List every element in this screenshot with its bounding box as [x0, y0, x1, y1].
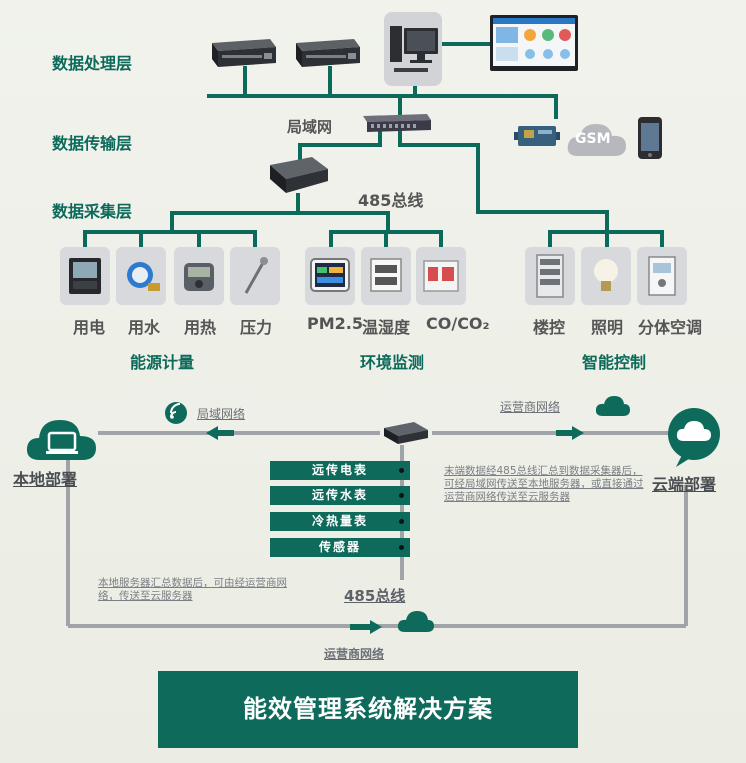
device-label-temp-humidity: 温湿度: [362, 318, 411, 337]
layer-processing: 数据处理层: [52, 54, 133, 73]
cloud-icon: [595, 396, 630, 416]
mobile-phone-icon: [638, 117, 662, 159]
device-label-pressure: 压力: [240, 318, 273, 337]
heat-meter-card: [174, 247, 224, 305]
solution-banner: 能效管理系统解决方案: [158, 671, 578, 748]
server-icon: [296, 39, 360, 67]
wifi-icon: [165, 402, 187, 424]
ac-controller-icon: [648, 256, 676, 296]
water-meter-card: [116, 247, 166, 305]
meter-remote-electric: 远传电表: [270, 461, 410, 480]
connector-dot: [399, 468, 404, 473]
device-label-lighting: 照明: [591, 318, 624, 337]
building-control-card: [525, 247, 575, 305]
gsm-cloud-icon: [567, 124, 626, 156]
cloud-chat-icon: [668, 408, 720, 467]
meter-label: 远传电表: [311, 463, 368, 477]
local-deployment-label: 本地部署: [13, 470, 78, 489]
group-environment: 环境监测: [360, 353, 425, 372]
connector-dot: [399, 545, 404, 550]
connector-dot: [399, 493, 404, 498]
co2-sensor-card: [416, 247, 466, 305]
note-right: 末端数据经485总线汇总到数据采集器后，可经局域网传送至本地服务器，或直接通过运…: [444, 465, 644, 503]
layer-collection: 数据采集层: [52, 202, 133, 221]
carrier-network-label-bottom: 运营商网络: [324, 647, 385, 661]
power-meter-icon: [69, 258, 101, 294]
gsm-module-icon: [514, 126, 560, 146]
group-control: 智能控制: [582, 353, 647, 372]
dashboard-monitor-icon: [490, 15, 578, 71]
gsm-label: GSM: [575, 131, 611, 147]
device-label-co2: CO/CO₂: [426, 314, 490, 333]
device-label-split-ac: 分体空调: [638, 318, 703, 337]
device-label-heat: 用热: [184, 318, 217, 337]
lan-switch-icon: [363, 114, 431, 132]
lan-label: 局域网: [287, 118, 333, 136]
group-energy: 能源计量: [130, 353, 195, 372]
split-ac-card: [637, 247, 687, 305]
meter-remote-water: 远传水表: [270, 486, 410, 505]
meter-heat-cool: 冷热量表: [270, 512, 410, 531]
connector-dot: [399, 519, 404, 524]
pressure-sensor-card: [230, 247, 280, 305]
building-control-icon: [536, 254, 564, 298]
thermo-hygrometer-card: [361, 247, 411, 305]
pm25-monitor-icon: [310, 258, 350, 292]
device-label-water: 用水: [128, 318, 161, 337]
device-label-electricity: 用电: [73, 318, 106, 337]
device-label-building-control: 楼控: [533, 318, 566, 337]
meter-label: 远传水表: [311, 488, 368, 502]
meter-sensor: 传感器: [270, 538, 410, 557]
cloud-icon: [397, 611, 434, 632]
carrier-network-label-top: 运营商网络: [500, 400, 561, 414]
layer-transmission: 数据传输层: [52, 134, 133, 153]
local-server-cloud-icon: [26, 420, 96, 460]
meter-label: 冷热量表: [311, 514, 368, 528]
light-bulb-icon: [594, 259, 618, 291]
thermo-hygrometer-icon: [370, 258, 402, 292]
bus-label-bottom: 485总线: [344, 587, 406, 605]
device-label-pm25: PM2.5: [307, 314, 363, 333]
lighting-card: [581, 247, 631, 305]
desktop-pc-icon: [384, 12, 442, 86]
co2-sensor-icon: [423, 260, 459, 292]
cloud-deployment-label: 云端部署: [652, 475, 717, 494]
bus-label-top: 485总线: [358, 191, 424, 210]
data-collector-icon: [270, 157, 328, 193]
power-meter-card: [60, 247, 110, 305]
data-collector-icon: [384, 422, 428, 444]
note-left: 本地服务器汇总数据后，可由经运营商网络，传送至云服务器: [98, 577, 287, 602]
meter-label: 传感器: [318, 540, 361, 554]
water-meter-icon: [127, 262, 160, 291]
pressure-sensor-icon: [244, 257, 268, 294]
heat-meter-icon: [184, 263, 214, 291]
server-icon: [212, 39, 276, 67]
pm25-monitor-card: [305, 247, 355, 305]
lan-network-label: 局域网络: [197, 407, 246, 421]
